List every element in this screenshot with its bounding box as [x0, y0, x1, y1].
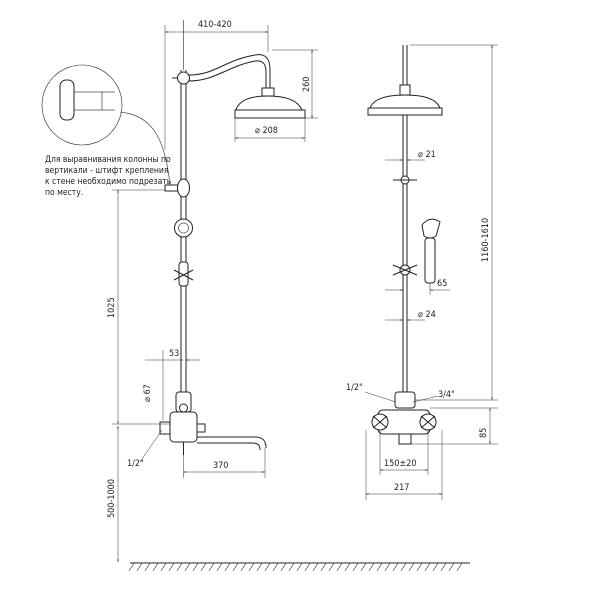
shower-head-front [369, 94, 441, 109]
dim-arm-reach: 410-420 [198, 20, 232, 30]
dim-outlet: 3/4" [438, 390, 455, 400]
svg-text:по месту.: по месту. [45, 188, 83, 198]
dim-column-height: 1160-1610 [481, 218, 491, 262]
dim-head-diameter: ⌀ 208 [255, 126, 278, 136]
svg-text:Для выравнивания колонны по: Для выравнивания колонны по [45, 155, 171, 165]
dim-spout-length: 370 [213, 461, 228, 471]
dim-mixer-height: 85 [479, 428, 489, 438]
dim-inlet-right: 1/2" [346, 383, 363, 393]
dim-handshower-offset: 65 [437, 279, 447, 289]
svg-text:вертикали - штифт крепления: вертикали - штифт крепления [45, 166, 168, 176]
dim-inlet-left: 1/2" [127, 459, 144, 469]
wall-roundel [174, 218, 193, 238]
dim-mixer-width: 217 [394, 483, 409, 493]
dim-pipe-upper-diameter: ⌀ 21 [418, 150, 436, 160]
installation-note: Для выравнивания колонны по вертикали - … [45, 155, 172, 198]
hand-shower [421, 218, 441, 239]
side-view: 410-420 260 ⌀ 208 1025 53 ⌀ 67 1/2" 370 … [41, 20, 318, 562]
mixer-body-side [169, 411, 198, 443]
diverter-knob [177, 71, 190, 85]
svg-text:к стене необходимо подрезать: к стене необходимо подрезать [45, 176, 172, 187]
dim-wall-offset: 53 [169, 349, 179, 359]
shower-head-side [235, 95, 303, 111]
dim-flange-diameter: ⌀ 67 [143, 384, 153, 402]
dim-mount-height: 500-1000 [107, 479, 117, 518]
dim-head-drop: 260 [302, 77, 312, 92]
detail-callout [41, 64, 123, 146]
dim-pipe-lower-diameter: ⌀ 24 [418, 310, 436, 320]
floor-line [128, 562, 470, 572]
dim-bracket-height: 1025 [107, 297, 117, 318]
dim-centers: 150±20 [384, 459, 417, 469]
front-view: ⌀ 21 65 ⌀ 24 1160-1610 1/2" 3/4" 85 150±… [346, 44, 498, 500]
